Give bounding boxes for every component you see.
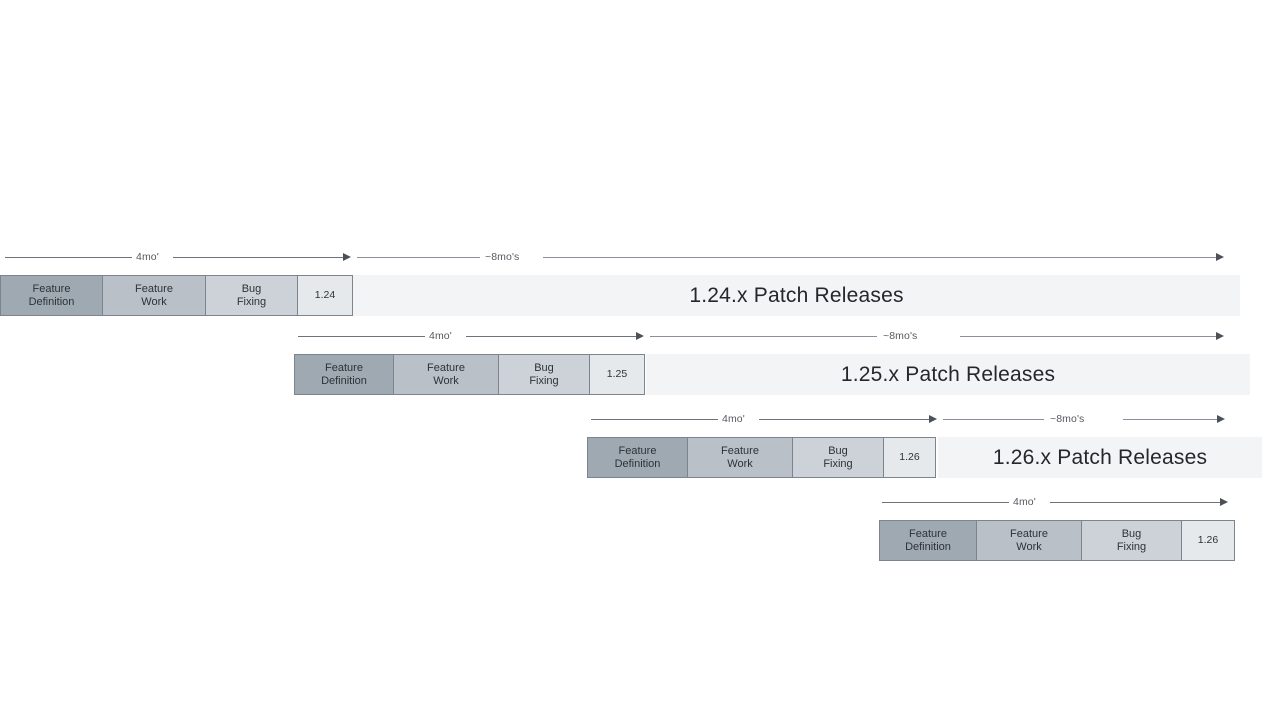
version-box[interactable]: 1.24 (297, 275, 353, 316)
dev-duration-arrow-1-26: 4mo' (591, 410, 939, 428)
phase-label-line1: Feature (721, 444, 759, 457)
patch-release-label: 1.26.x Patch Releases (992, 445, 1208, 469)
patch-duration-arrow-1-24: ~8mo's (357, 248, 1230, 266)
phase-bug-fixing[interactable]: Bug Fixing (792, 437, 884, 478)
phase-feature-definition[interactable]: Feature Definition (587, 437, 688, 478)
patch-duration-label: ~8mo's (883, 330, 918, 342)
phase-feature-definition[interactable]: Feature Definition (0, 275, 103, 316)
arrow-rail-right (173, 257, 345, 258)
version-box[interactable]: 1.26 (1181, 520, 1235, 561)
phase-label-line1: Feature (618, 444, 657, 457)
release-row-1-24: 4mo' ~8mo's 1.24.x Patch Releases Featur… (0, 248, 1280, 328)
release-row-1-27: 4mo' Feature Definition Feature Work Bug… (0, 493, 1280, 573)
phase-label-line1: Feature (427, 361, 465, 374)
arrow-rail-right (1123, 419, 1219, 420)
arrow-head-icon (1220, 497, 1228, 506)
phase-feature-work[interactable]: Feature Work (393, 354, 499, 395)
phase-feature-definition[interactable]: Feature Definition (294, 354, 394, 395)
phase-label-line1: Bug (1121, 527, 1142, 540)
phase-label-line1: Bug (534, 361, 554, 374)
patch-duration-arrow-1-25: ~8mo's (650, 327, 1235, 345)
phase-label-line2: Fixing (1116, 540, 1147, 553)
dev-duration-arrow-1-24: 4mo' (5, 248, 353, 266)
phase-label-line2: Fixing (529, 374, 559, 387)
arrow-rail-left (943, 419, 1044, 420)
version-label: 1.26 (899, 451, 920, 463)
patch-release-label: 1.25.x Patch Releases (840, 362, 1056, 386)
phase-bug-fixing[interactable]: Bug Fixing (498, 354, 590, 395)
arrow-rail-right (1050, 502, 1222, 503)
phase-strip-1-25: Feature Definition Feature Work Bug Fixi… (294, 354, 645, 395)
phase-strip-1-24: Feature Definition Feature Work Bug Fixi… (0, 275, 353, 316)
arrow-rail-left (882, 502, 1009, 503)
phase-label-line2: Fixing (823, 457, 853, 470)
arrow-head-icon (1216, 252, 1224, 261)
patch-release-label: 1.24.x Patch Releases (689, 283, 904, 307)
version-label: 1.24 (314, 289, 336, 301)
phase-strip-1-27: Feature Definition Feature Work Bug Fixi… (879, 520, 1235, 561)
arrow-head-icon (343, 252, 351, 261)
patch-duration-arrow-1-26: ~8mo's (943, 410, 1235, 428)
phase-feature-work[interactable]: Feature Work (976, 520, 1082, 561)
phase-label-line1: Feature (909, 527, 947, 540)
dev-duration-arrow-1-25: 4mo' (298, 327, 646, 345)
dev-duration-label: 4mo' (136, 251, 159, 263)
dev-duration-label: 4mo' (1013, 496, 1036, 508)
patch-release-bar-1-26: 1.26.x Patch Releases (938, 437, 1262, 478)
phase-label-line1: Feature (135, 282, 173, 295)
arrow-rail-right (759, 419, 931, 420)
patch-release-bar-1-24: 1.24.x Patch Releases (353, 275, 1240, 316)
phase-bug-fixing[interactable]: Bug Fixing (205, 275, 298, 316)
arrow-rail-right (543, 257, 1218, 258)
phase-label-line2: Work (727, 457, 753, 470)
phase-label-line2: Work (141, 295, 167, 308)
phase-label-line2: Work (1016, 540, 1042, 553)
patch-duration-label: ~8mo's (1050, 413, 1085, 425)
phase-feature-work[interactable]: Feature Work (102, 275, 206, 316)
phase-feature-work[interactable]: Feature Work (687, 437, 793, 478)
version-label: 1.25 (606, 368, 628, 380)
arrow-rail-left (5, 257, 132, 258)
arrow-head-icon (636, 331, 644, 340)
phase-feature-definition[interactable]: Feature Definition (879, 520, 977, 561)
dev-duration-label: 4mo' (722, 413, 745, 425)
phase-label-line2: Definition (321, 374, 367, 387)
release-row-1-26: 4mo' ~8mo's 1.26.x Patch Releases Featur… (0, 410, 1280, 490)
patch-duration-label: ~8mo's (485, 251, 520, 263)
version-label: 1.26 (1197, 534, 1219, 546)
patch-release-bar-1-25: 1.25.x Patch Releases (646, 354, 1250, 395)
phase-label-line1: Bug (828, 444, 848, 457)
release-row-1-25: 4mo' ~8mo's 1.25.x Patch Releases Featur… (0, 327, 1280, 407)
phase-label-line1: Feature (1010, 527, 1048, 540)
phase-label-line1: Feature (32, 282, 71, 295)
arrow-rail-left (650, 336, 877, 337)
phase-label-line2: Work (433, 374, 459, 387)
arrow-rail-left (357, 257, 480, 258)
version-box[interactable]: 1.25 (589, 354, 645, 395)
arrow-head-icon (1217, 414, 1225, 423)
phase-strip-1-26: Feature Definition Feature Work Bug Fixi… (587, 437, 936, 478)
phase-label-line2: Definition (28, 295, 75, 308)
arrow-rail-left (298, 336, 425, 337)
phase-label-line2: Fixing (236, 295, 267, 308)
arrow-rail-right (960, 336, 1218, 337)
arrow-rail-left (591, 419, 718, 420)
arrow-rail-right (466, 336, 638, 337)
phase-label-line2: Definition (614, 457, 661, 470)
phase-label-line1: Bug (241, 282, 262, 295)
phase-label-line2: Definition (905, 540, 951, 553)
version-box[interactable]: 1.26 (883, 437, 936, 478)
dev-duration-arrow-1-27: 4mo' (882, 493, 1230, 511)
arrow-head-icon (1216, 331, 1224, 340)
phase-bug-fixing[interactable]: Bug Fixing (1081, 520, 1182, 561)
phase-label-line1: Feature (325, 361, 363, 374)
arrow-head-icon (929, 414, 937, 423)
dev-duration-label: 4mo' (429, 330, 452, 342)
